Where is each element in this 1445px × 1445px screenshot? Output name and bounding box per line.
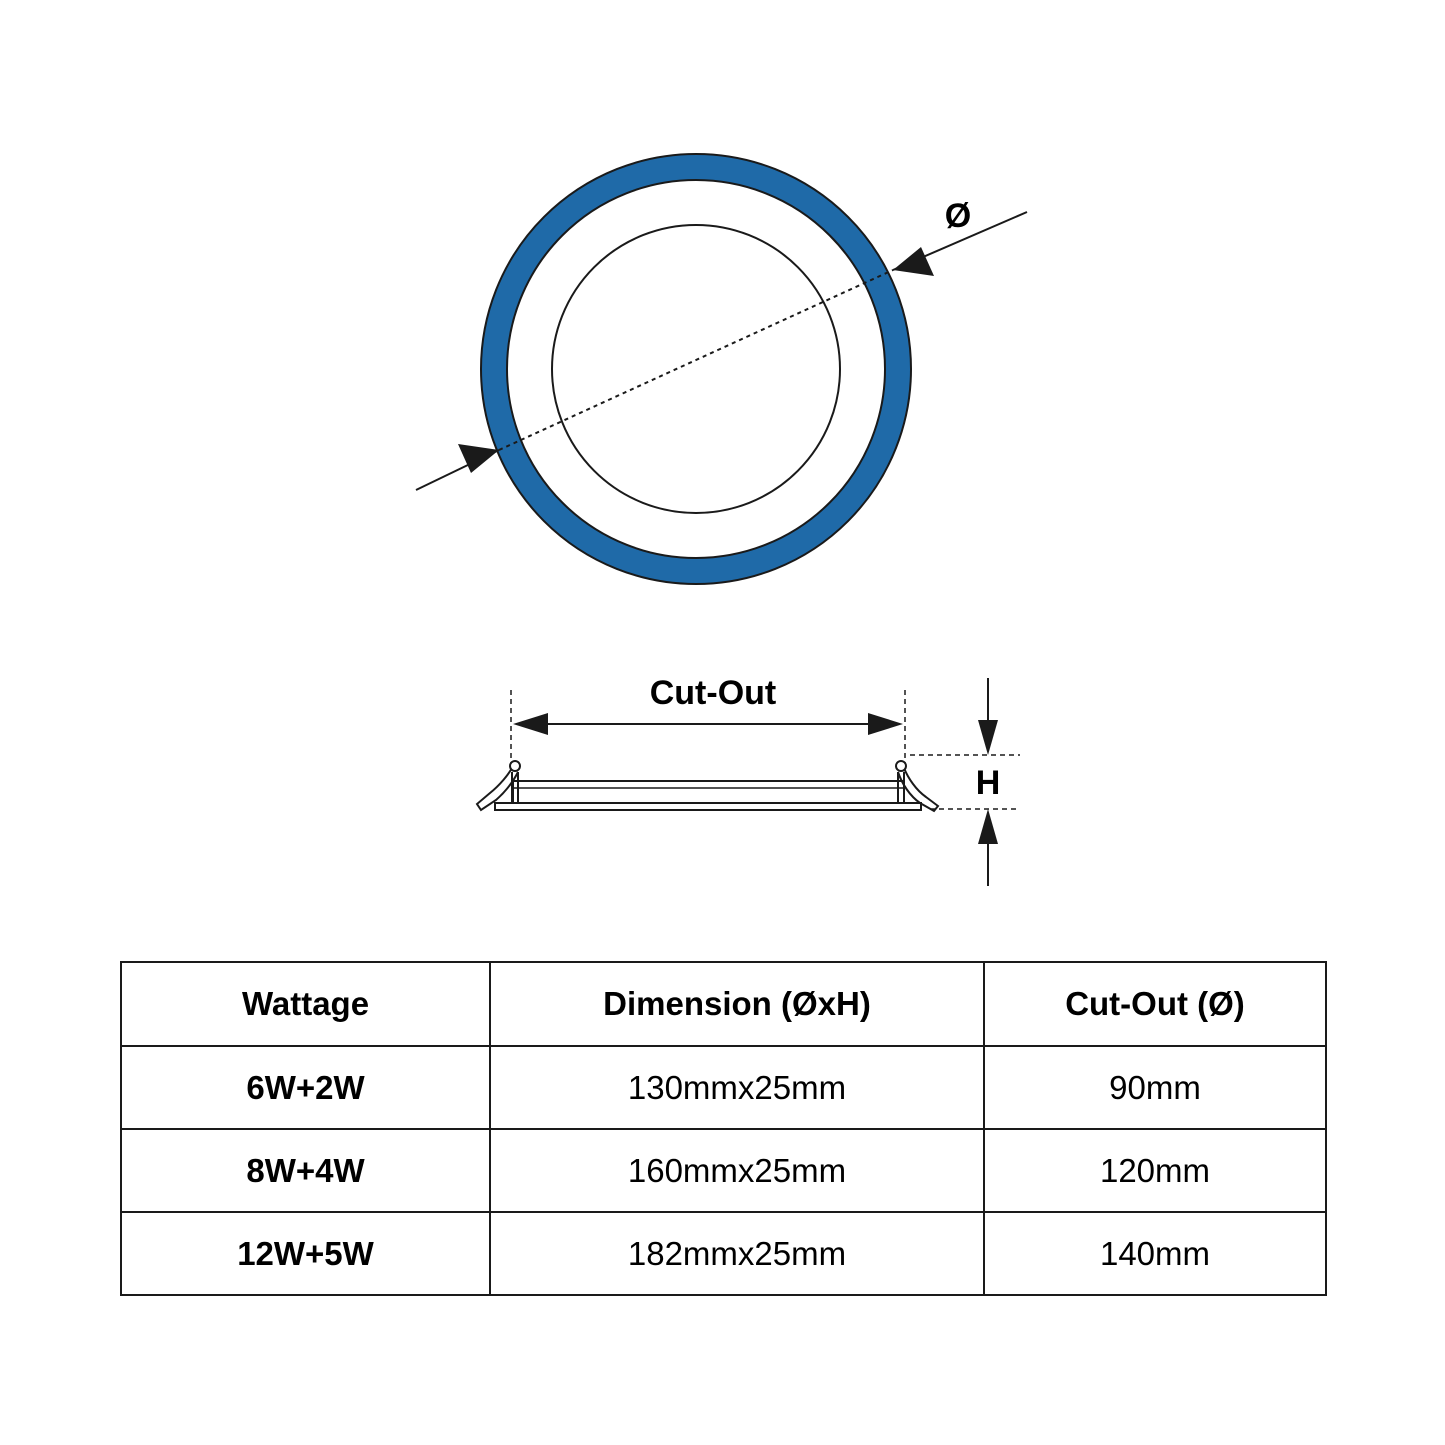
dimension-cell: 182mmx25mm [489,1211,985,1296]
diameter-line [498,269,894,451]
spring-pivot-left [509,760,521,772]
wattage-cell: 6W+2W [120,1045,491,1130]
wattage-cell: 8W+4W [120,1128,491,1213]
table-row: 6W+2W 130mmx25mm 90mm [120,1045,1327,1130]
spec-table: Wattage Dimension (ØxH) Cut-Out (Ø) 6W+2… [120,961,1327,1296]
height-arrow-top [978,720,998,755]
outer-ring-edge [480,153,912,585]
side-view: Cut-Out H [475,674,1020,886]
panel-body [512,780,905,804]
cutout-arrow-right [868,713,903,735]
cutout-label: Cut-Out [650,674,777,712]
header-cutout: Cut-Out (Ø) [983,961,1327,1047]
wattage-cell: 12W+5W [120,1211,491,1296]
diameter-arrow-right [893,247,934,276]
header-wattage: Wattage [120,961,491,1047]
table-header-row: Wattage Dimension (ØxH) Cut-Out (Ø) [120,961,1327,1047]
dimension-cell: 130mmx25mm [489,1045,985,1130]
table-row: 8W+4W 160mmx25mm 120mm [120,1128,1327,1213]
height-label: H [976,764,1001,802]
panel-flange [494,802,922,811]
header-dimension: Dimension (ØxH) [489,961,985,1047]
height-arrow-bottom [978,809,998,844]
cutout-cell: 90mm [983,1045,1327,1130]
top-view: Ø [415,153,1028,585]
dimension-cell: 160mmx25mm [489,1128,985,1213]
diameter-arrow-left [458,444,499,473]
table-row: 12W+5W 182mmx25mm 140mm [120,1211,1327,1296]
diameter-symbol: Ø [945,197,971,235]
spring-clip-right [897,767,940,813]
inner-ring-edge [506,179,886,559]
cutout-arrow-left [513,713,548,735]
spring-clip-left [475,767,519,812]
light-panel [551,224,841,514]
cutout-cell: 140mm [983,1211,1327,1296]
spring-pivot-right [895,760,907,772]
cutout-cell: 120mm [983,1128,1327,1213]
outer-ring [481,154,911,584]
